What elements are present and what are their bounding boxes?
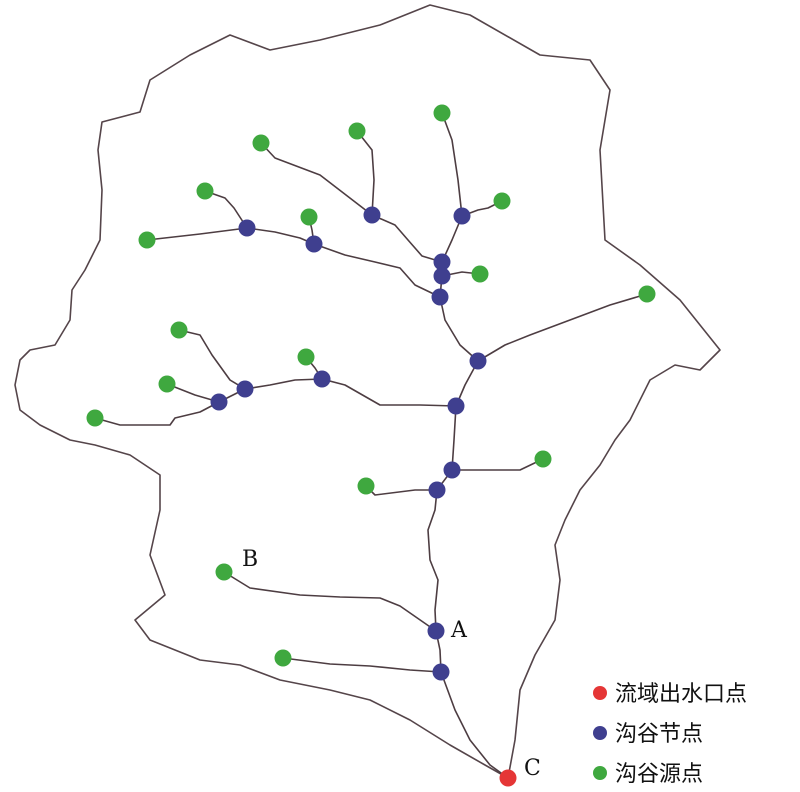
stream-segment — [282, 657, 442, 673]
stream-segment — [246, 227, 315, 245]
watershed-outlet-point — [499, 769, 517, 787]
gully-node-point — [443, 461, 461, 479]
gully-source-point — [196, 182, 214, 200]
legend-source-dot-icon — [593, 766, 607, 780]
gully-source-point-b — [215, 563, 233, 581]
gully-node-point-a — [427, 622, 445, 640]
stream-segment — [440, 671, 509, 779]
gully-source-point — [638, 285, 656, 303]
gully-source-point — [433, 104, 451, 122]
legend: 流域出水口点 沟谷节点 沟谷源点 — [593, 682, 747, 787]
point-label-b: B — [242, 547, 258, 572]
stream-segment — [427, 489, 439, 632]
gully-node-point — [447, 397, 465, 415]
gully-node-point — [363, 206, 381, 224]
gully-node-point — [433, 267, 451, 285]
gully-source-point — [170, 321, 188, 339]
point-label-c: C — [524, 756, 541, 781]
stream-segment — [441, 112, 463, 217]
legend-label-source: 沟谷源点 — [615, 762, 703, 787]
gully-node-point — [236, 380, 254, 398]
gully-source-point — [297, 348, 315, 366]
stream-segment — [204, 190, 248, 229]
stream-segment — [371, 214, 443, 263]
gully-source-point — [471, 265, 489, 283]
stream-segment — [146, 227, 248, 241]
legend-label-node: 沟谷节点 — [615, 722, 703, 747]
legend-node-dot-icon — [593, 726, 607, 740]
stream-segment — [477, 293, 648, 362]
gully-source-point — [357, 477, 375, 495]
gully-node-point — [313, 370, 331, 388]
stream-segment — [365, 485, 438, 496]
gully-node-point — [428, 481, 446, 499]
gully-node-point — [210, 393, 228, 411]
legend-label-outlet: 流域出水口点 — [615, 682, 747, 707]
gully-source-point — [300, 208, 318, 226]
gully-source-point — [86, 409, 104, 427]
stream-segment — [178, 329, 246, 390]
stream-segment — [94, 401, 220, 426]
gully-source-point — [138, 231, 156, 249]
legend-outlet-dot-icon — [593, 686, 607, 700]
gully-node-point — [431, 288, 449, 306]
gully-node-point — [469, 352, 487, 370]
stream-segment — [313, 243, 441, 298]
stream-segment — [356, 130, 375, 216]
gully-node-point — [305, 235, 323, 253]
stream-segment — [223, 571, 437, 632]
gully-source-point — [158, 375, 176, 393]
gully-source-point — [493, 192, 511, 210]
stream-segment — [260, 142, 373, 216]
gully-node-point — [433, 253, 451, 271]
gully-node-point — [453, 207, 471, 225]
gully-source-point — [274, 649, 292, 667]
gully-node-point — [238, 219, 256, 237]
point-label-a: A — [450, 618, 468, 643]
stream-segment — [321, 378, 457, 407]
stream-segment — [439, 296, 479, 362]
stream-segment — [451, 405, 457, 471]
watershed-boundary — [14, 4, 721, 779]
gully-source-point — [348, 122, 366, 140]
gully-node-point — [432, 663, 450, 681]
stream-segment — [451, 458, 544, 471]
gully-source-point — [534, 450, 552, 468]
stream-segment — [244, 378, 323, 390]
gully-source-point — [252, 134, 270, 152]
